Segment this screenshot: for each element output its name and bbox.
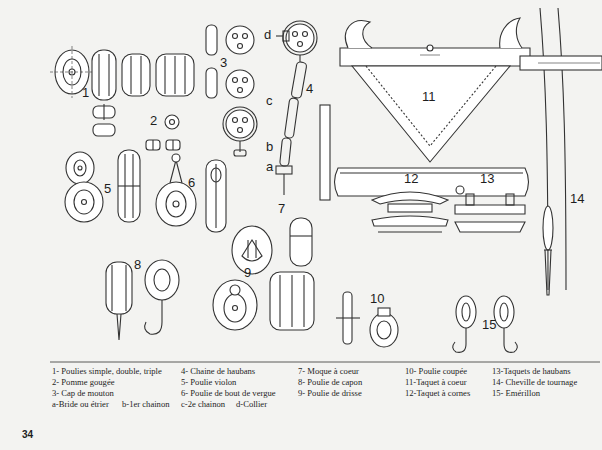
callout-number: 9: [244, 266, 251, 279]
halyard-block-illustration: [213, 272, 314, 330]
swivel-illustration: [453, 296, 518, 352]
callout-number: 7: [278, 202, 285, 215]
heart-cleat-illustration: [335, 18, 531, 196]
callout-number: 3: [220, 56, 227, 69]
legend-text: 10- Poulie coupée: [405, 367, 467, 376]
legend-text: 4- Chaine de haubans: [181, 367, 255, 376]
legend-text: 7- Moque à coeur: [298, 367, 359, 376]
chain-plate-illustration: [276, 21, 330, 200]
callout-number: a: [266, 160, 273, 173]
callout-number: 1: [82, 86, 89, 99]
callout-number: 2: [150, 114, 157, 127]
legend-text: 12-Taquet à cornes: [405, 389, 470, 398]
legend-text: 1- Poulies simple, double, triple: [52, 367, 162, 376]
fiddle-block-illustration: [65, 150, 140, 222]
callout-number: 5: [104, 182, 111, 195]
callout-number: 12: [404, 172, 418, 185]
callout-number: 14: [570, 192, 584, 205]
callout-number: 10: [370, 292, 384, 305]
legend-text: 13-Taquets de haubans: [492, 367, 571, 376]
block-illustration: [50, 46, 194, 136]
legend-text: 9- Poulie de drisse: [298, 389, 362, 398]
callout-number: c: [266, 94, 273, 107]
legend-text: d-Collier: [236, 400, 267, 409]
horn-cleat-illustration: [372, 192, 448, 232]
callout-number: 4: [306, 82, 313, 95]
callout-number: 13: [480, 172, 494, 185]
legend-text: 2- Pomme gougée: [52, 378, 115, 387]
page-number: 34: [22, 430, 33, 440]
legend-text: 14- Cheville de tournage: [492, 378, 577, 387]
cat-block-illustration: [106, 260, 179, 340]
legend-text: c-2e chainon: [181, 400, 225, 409]
truck-illustration: [146, 115, 180, 150]
deadeye-illustration: [206, 25, 257, 156]
callout-number: 15: [482, 318, 496, 331]
legend-text: a-Bride ou étrier: [52, 400, 109, 409]
callout-number: d: [264, 28, 271, 41]
legend-text: 15- Emérillon: [492, 389, 540, 398]
legend-text: 5- Poulie violon: [181, 378, 236, 387]
legend-text: 6- Poulie de bout de vergue: [181, 389, 276, 398]
callout-number: b: [266, 140, 273, 153]
callout-number: 6: [188, 176, 195, 189]
belaying-pin-illustration: [520, 8, 602, 295]
legend-text: 11-Taquet à coeur: [405, 378, 467, 387]
shroud-cleat-illustration: [455, 186, 525, 232]
callout-number: 8: [134, 258, 141, 271]
legend-rule: [50, 362, 600, 363]
legend-text: 3- Cap de mouton: [52, 389, 114, 398]
yardarm-block-illustration: [156, 154, 226, 232]
snatch-block-illustration: [336, 292, 398, 347]
legend-text: 8- Poulie de capon: [298, 378, 362, 387]
callout-number: 11: [422, 90, 436, 103]
legend-text: b-1er chainon: [122, 400, 169, 409]
